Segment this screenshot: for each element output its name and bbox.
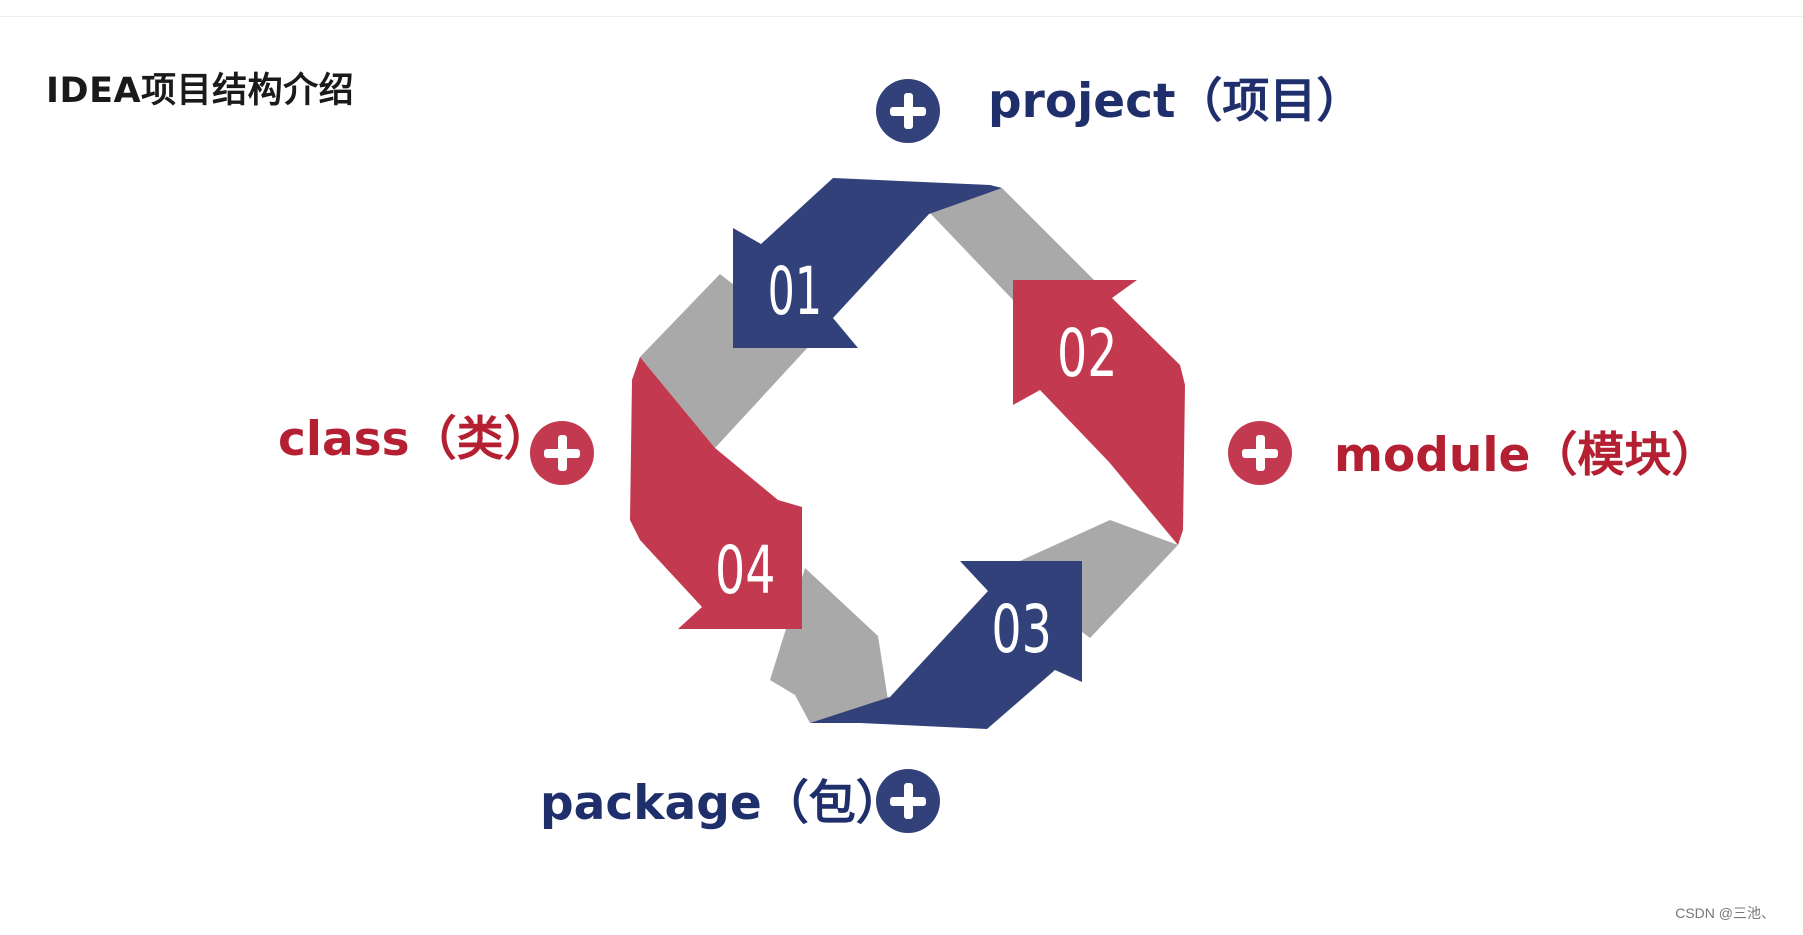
label-class: class（类）: [278, 416, 551, 463]
label-package: package（包）: [540, 780, 903, 827]
plus-circle-icon: [876, 769, 940, 833]
label-module: module（模块）: [1334, 432, 1718, 479]
label-project: project（项目）: [988, 78, 1363, 125]
watermark: CSDN @三池、: [1675, 903, 1775, 923]
plus-circle-icon: [530, 421, 594, 485]
step-number-04: 04: [715, 532, 775, 609]
plus-circle-icon: [876, 79, 940, 143]
plus-circle-icon: [1228, 421, 1292, 485]
step-number-02: 02: [1057, 315, 1117, 392]
step-number-01: 01: [768, 253, 822, 330]
step-number-03: 03: [991, 591, 1051, 668]
